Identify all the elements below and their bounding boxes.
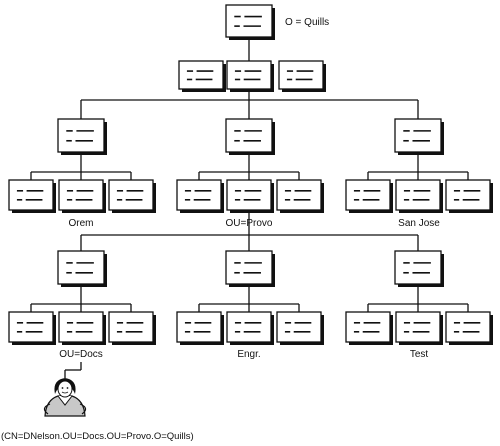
san-jose-leaf-object-box-2 (395, 179, 443, 213)
container-provo-label: OU=Provo (225, 218, 273, 229)
provo-leaf-object-box-2 (226, 179, 274, 213)
engr-leaf-object-box-2 (226, 311, 274, 345)
provo-container-box (225, 118, 275, 155)
provo-leaf-object-box-3 (276, 179, 324, 213)
root-container-box (225, 4, 275, 40)
orem-leaf-object-box-2 (58, 179, 106, 213)
provo-leaf-object-box-1 (176, 179, 224, 213)
orem-container-box (57, 118, 107, 155)
container-test-label: Test (409, 349, 429, 360)
orem-leaf-object-box-3 (108, 179, 156, 213)
docs-leaf-object-box-2 (58, 311, 106, 345)
san-jose-container-box (394, 118, 444, 155)
root-leaf-object-box-2 (226, 60, 274, 92)
container-orem-label: Orem (68, 218, 94, 229)
engr-leaf-object-box-1 (176, 311, 224, 345)
docs-leaf-object-box-3 (108, 311, 156, 345)
container-docs-label: OU=Docs (59, 349, 103, 360)
test-leaf-object-box-3 (445, 311, 493, 345)
user-figure-icon (43, 378, 87, 417)
docs-container-box (57, 250, 107, 287)
tree-nodes (8, 4, 493, 345)
test-container-box (394, 250, 444, 287)
san-jose-leaf-object-box-1 (345, 179, 393, 213)
orem-leaf-object-box-1 (8, 179, 56, 213)
engr-leaf-object-box-3 (276, 311, 324, 345)
user-distinguished-name-label: (CN=DNelson.OU=Docs.OU=Provo.O=Quills) (1, 431, 194, 442)
container-san-jose-label: San Jose (398, 218, 440, 229)
engr-container-box (225, 250, 275, 287)
container-engr-label: Engr. (237, 349, 261, 360)
test-leaf-object-box-2 (395, 311, 443, 345)
test-leaf-object-box-1 (345, 311, 393, 345)
root-leaf-object-box-3 (278, 60, 326, 92)
san-jose-leaf-object-box-3 (445, 179, 493, 213)
docs-leaf-object-box-1 (8, 311, 56, 345)
root-leaf-object-box-1 (178, 60, 226, 92)
root-organization-label: O = Quills (285, 17, 330, 28)
tree-connectors (30, 37, 469, 378)
